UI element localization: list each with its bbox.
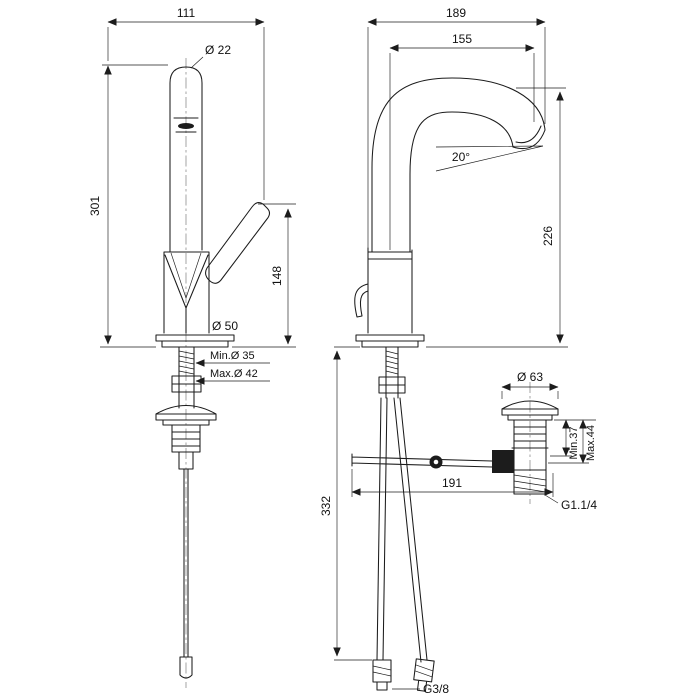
handle-edge-on	[354, 283, 369, 318]
lever-handle	[205, 202, 271, 284]
supply-thread-callout: G3/8	[392, 682, 449, 696]
dim-spout-height-226: 226	[426, 87, 568, 348]
drain-assembly: Ø 63 Min.37 Max.44	[351, 370, 597, 512]
base-diameter-label: Ø 50	[212, 319, 238, 333]
hose-left-fitting	[372, 659, 392, 691]
dim-332-label: 332	[319, 496, 333, 516]
aerator-detail	[173, 117, 199, 133]
base-flange: Ø 50	[155, 319, 238, 348]
mounting-shank	[171, 346, 202, 409]
hole-max-label: Max.Ø 42	[210, 368, 258, 380]
base-flange-front	[355, 334, 425, 348]
right-view: 189 155 20° 226	[319, 6, 597, 696]
dim-drain-offset-191: 191	[351, 469, 554, 497]
dim-191-label: 191	[442, 476, 462, 490]
spout-column-outline	[169, 66, 203, 253]
spout-angle-annotation: 20°	[435, 145, 544, 172]
counter-max-label: Max.44	[585, 425, 597, 461]
drain-diameter-label: Ø 63	[517, 370, 543, 384]
left-view: 111 301 Ø 22 148	[88, 6, 296, 688]
dim-226-label: 226	[541, 226, 555, 246]
dim-189-label: 189	[446, 6, 466, 20]
dim-reach-155: 155	[389, 32, 535, 250]
dim-301-label: 301	[88, 196, 102, 216]
drain-thread-label: G1.1/4	[561, 498, 597, 512]
pop-up-waste-left	[155, 405, 217, 679]
aerator-slot	[178, 123, 194, 129]
spout-tip	[512, 125, 546, 150]
dim-spout-diameter: Ø 22	[190, 43, 231, 69]
lift-rod	[179, 468, 193, 679]
dim-width-111: 111	[107, 6, 265, 200]
drain-thread-callout: G1.1/4	[544, 494, 597, 512]
counter-min-label: Min.37	[568, 426, 580, 459]
supply-hoses	[372, 397, 435, 692]
hose-left	[376, 397, 388, 661]
hose-right-fitting	[413, 658, 435, 692]
thread-hatch	[178, 350, 195, 375]
drain-flange	[501, 400, 559, 421]
dim-148-label: 148	[270, 266, 284, 286]
spout-diameter-label: Ø 22	[205, 43, 231, 57]
rod-port	[492, 450, 514, 473]
dim-handle-148: 148	[232, 203, 296, 348]
thread-hatch	[385, 350, 399, 375]
gooseneck-spout	[371, 77, 546, 253]
angle-label: 20°	[452, 150, 470, 164]
supply-thread-label: G3/8	[423, 682, 449, 696]
hose-right	[393, 397, 428, 663]
mounting-stud-front	[378, 346, 406, 399]
drain-thread-hatch	[513, 474, 547, 493]
dim-height-301: 301	[88, 64, 168, 348]
hole-min-label: Min.Ø 35	[210, 350, 255, 362]
dim-drain-diameter: Ø 63	[501, 370, 559, 399]
body-front-outline	[354, 247, 413, 334]
dim-111-label: 111	[177, 6, 196, 20]
hole-size-labels: Min.Ø 35 Max.Ø 42	[195, 350, 270, 385]
pop-up-rod	[351, 453, 493, 469]
dim-counter-range: Min.37 Max.44	[548, 419, 597, 464]
dim-155-label: 155	[452, 32, 472, 46]
dim-depth-189: 189	[367, 6, 546, 248]
mixer-body-outline	[163, 251, 210, 334]
dim-under-height-332: 332	[319, 346, 372, 661]
